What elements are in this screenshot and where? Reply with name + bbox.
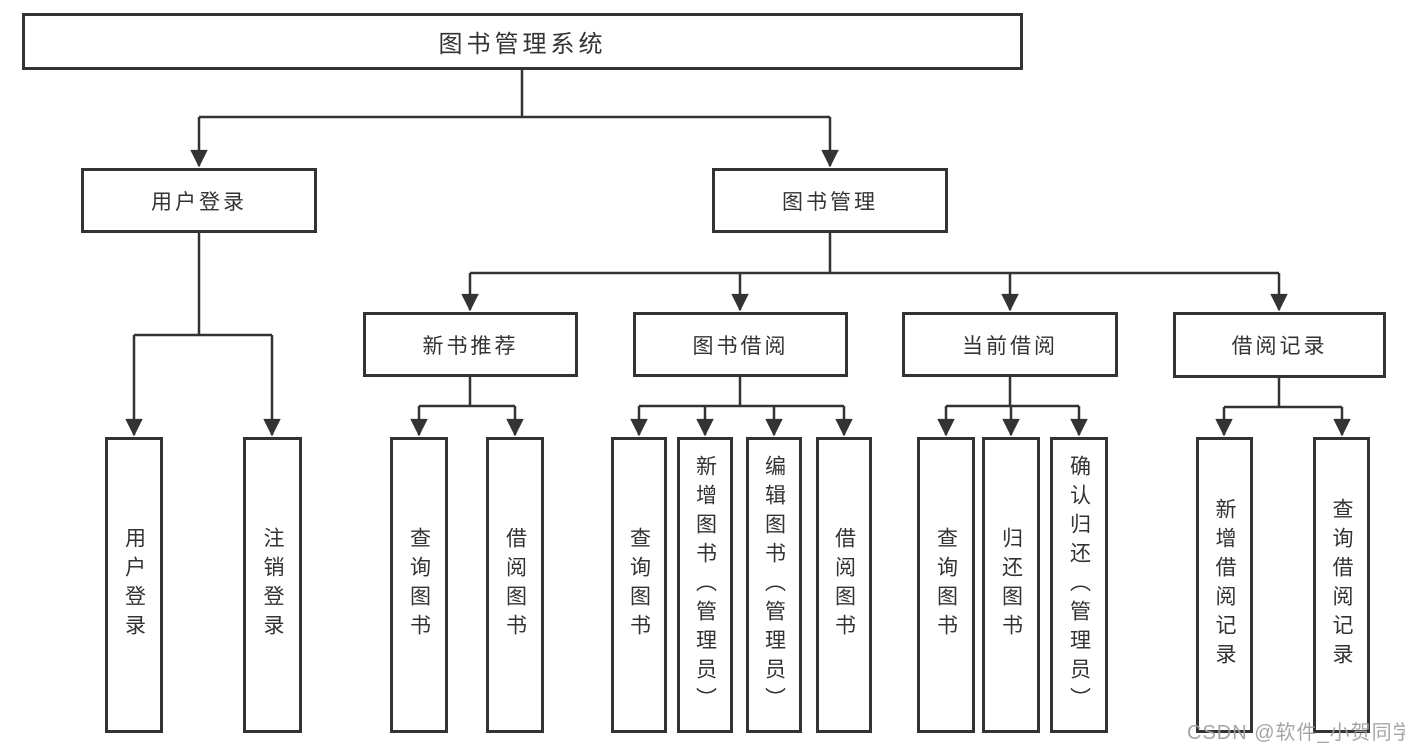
node-book-management: 图书管理	[712, 168, 948, 233]
node-new-book-recommendation: 新书推荐	[363, 312, 578, 377]
node-label: 用户登录	[122, 527, 146, 643]
node-label: 查询图书	[934, 527, 958, 643]
node-label: 借阅图书	[832, 527, 856, 643]
node-label: 注销登录	[261, 527, 284, 643]
node-library-management-system: 图书管理系统	[22, 13, 1023, 70]
node-label: 图书借阅	[692, 334, 789, 358]
node-leaf-query-books-recommend: 查询图书	[390, 437, 448, 733]
node-label: 归还图书	[999, 527, 1023, 643]
node-label: 借阅记录	[1231, 335, 1328, 358]
node-leaf-confirm-return-admin: 确认归还（管理员）	[1050, 437, 1108, 733]
node-leaf-borrow-books: 借阅图书	[816, 437, 872, 733]
node-label: 当前借阅	[962, 334, 1058, 358]
node-label: 图书管理	[782, 190, 878, 214]
node-leaf-add-books-admin: 新增图书（管理员）	[677, 437, 733, 733]
node-leaf-user-login: 用户登录	[105, 437, 163, 733]
csdn-watermark: CSDN @软件_小贺同学	[1187, 722, 1405, 744]
node-label: 借阅图书	[503, 527, 527, 643]
node-label: 新书推荐	[422, 334, 519, 358]
node-user-login: 用户登录	[81, 168, 317, 233]
node-label: 编辑图书（管理员）	[762, 454, 786, 716]
node-label: 查询图书	[627, 527, 651, 643]
node-leaf-query-books-current: 查询图书	[917, 437, 975, 733]
node-leaf-query-borrow-record: 查询借阅记录	[1313, 437, 1370, 733]
node-leaf-query-books-borrowing: 查询图书	[611, 437, 667, 733]
node-label: 查询图书	[407, 527, 431, 643]
node-label: 新增借阅记录	[1213, 498, 1236, 672]
node-current-borrowing: 当前借阅	[902, 312, 1118, 377]
node-leaf-logout: 注销登录	[243, 437, 302, 733]
node-label: 用户登录	[151, 190, 247, 214]
node-label: 确认归还（管理员）	[1067, 454, 1091, 716]
node-borrowing-records: 借阅记录	[1173, 312, 1386, 378]
node-leaf-borrow-books-recommend: 借阅图书	[486, 437, 544, 733]
node-leaf-return-books: 归还图书	[982, 437, 1040, 733]
node-label: 图书管理系统	[438, 31, 607, 58]
node-book-borrowing: 图书借阅	[633, 312, 848, 377]
node-label: 查询借阅记录	[1330, 498, 1353, 672]
node-label: 新增图书（管理员）	[693, 454, 717, 716]
node-leaf-add-borrow-record: 新增借阅记录	[1196, 437, 1253, 733]
node-leaf-edit-books-admin: 编辑图书（管理员）	[746, 437, 802, 733]
